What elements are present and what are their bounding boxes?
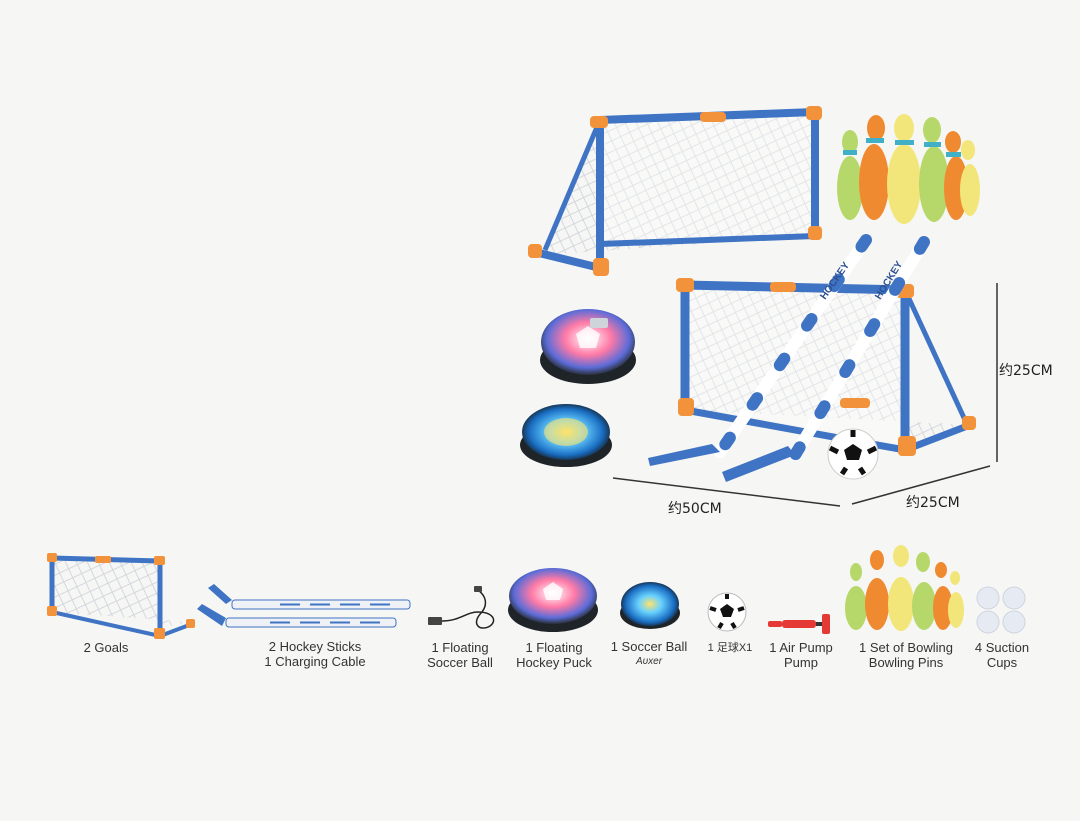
item-label-floating-hockey-puck: 1 Floating Hockey Puck [508,640,600,670]
item-label-line1: 1 Floating [431,640,489,655]
item-label-line2: Aᴜxer [635,656,663,667]
soccer-ball-small [707,592,747,632]
item-label-line2: Hockey Puck [516,655,592,670]
item-label-line1: 1 Floating [525,640,583,655]
item-label-line1: 1 Air Pump [769,640,833,655]
floating-hockey-puck-small [620,582,680,629]
suction-cups [976,586,1026,634]
soccer-ball-large [827,428,879,480]
goal-large-back [528,106,822,276]
dimension-height: 约25CM [999,363,1053,379]
hockey-sticks-small [197,584,411,628]
floating-hockey-puck-large [520,404,612,467]
floating-soccer-puck-small [508,568,598,632]
bowling-pins-small [845,545,964,631]
item-label-suction-cups: 4 Suction Cups [966,640,1038,670]
item-label-line2: Bowling Pins [868,655,944,670]
item-label-floating-soccer-ball: 1 Floating Soccer Ball [415,640,505,670]
item-label-hockey-sticks: 2 Hockey Sticks 1 Charging Cable [245,639,385,669]
item-label-line2: Cups [986,655,1018,670]
charging-cable [428,586,495,629]
item-label-line1: 4 Suction [974,640,1030,655]
dimension-length: 约50CM [668,501,722,517]
floating-soccer-puck-large [540,309,636,384]
bowling-pins-large [837,114,980,224]
item-label-line1: 2 Goals [83,640,129,655]
hockey-sticks-large: HOCKEY HOCKEY [648,234,930,482]
item-label-line1: 1 Soccer Ball [610,639,688,654]
dimension-depth: 约25CM [906,495,960,511]
goal-small [47,553,195,639]
item-label-goals: 2 Goals [66,640,146,655]
item-label-air-pump: 1 Air Pump Pump [762,640,840,670]
air-pump [768,614,830,634]
item-label-line1: 1 足球X1 [707,642,753,654]
item-label-bowling: 1 Set of Bowling Bowling Pins [848,640,964,670]
item-label-soccer-ball-cn: 1 足球X1 [700,641,760,656]
item-label-line1: 1 Set of Bowling [859,640,953,655]
item-label-line2: Soccer Ball [427,655,493,670]
item-label-line1: 2 Hockey Sticks [268,639,362,654]
item-label-line2: Pump [784,655,818,670]
dimension-lines [612,283,998,507]
item-label-soccer-ball: 1 Soccer Ball Aᴜxer [600,639,698,669]
item-label-line2: 1 Charging Cable [264,654,366,669]
